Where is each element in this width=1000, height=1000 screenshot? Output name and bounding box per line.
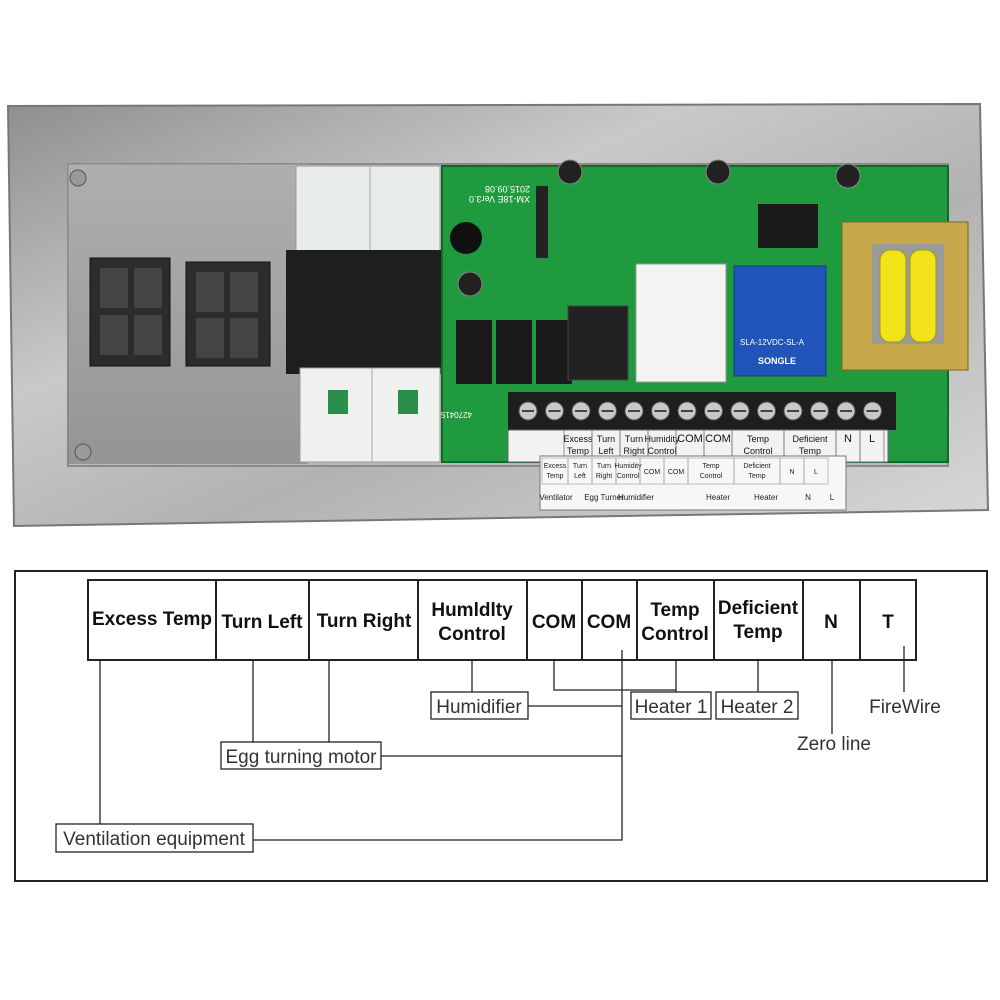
sticker-function-label: Humidifier — [618, 493, 654, 502]
board-terminal-label: N — [844, 433, 852, 445]
humidifier-box — [430, 691, 529, 720]
board-terminal-label: Control — [743, 446, 772, 456]
board-terminal-label: Turn — [625, 434, 643, 444]
sticker-label: N — [789, 469, 794, 476]
humidifier-label: Humidifier — [436, 697, 522, 718]
board-terminal-label: Temp — [747, 434, 769, 444]
controller-board-photo: XM-18E Ver3.0 2015.09.08 4270415 SLA-12V… — [6, 102, 990, 528]
pcb-components: SLA-12VDC-SL-A SONGLE — [450, 159, 969, 384]
terminal-temp-control-line2: Control — [641, 624, 709, 645]
sticker-function-label: Egg Turner — [584, 493, 624, 502]
egg-motor-label: Egg turning motor — [225, 747, 377, 768]
sticker-label: Excess — [544, 463, 567, 470]
sticker-function-label: N — [805, 493, 811, 502]
wiring-sticker: ExcessTempTurnLeftTurnRightHumidityContr… — [539, 455, 847, 511]
sticker-label: COM — [644, 469, 661, 476]
board-terminal-label: Excess — [563, 434, 593, 444]
board-terminal-label: Control — [647, 446, 676, 456]
pcb-date-text: 2015.09.08 — [485, 184, 530, 194]
sticker-label: Temp — [748, 473, 765, 480]
sticker-label: Turn — [597, 463, 611, 470]
sticker-function-label: Heater — [754, 493, 778, 502]
heater-2-box — [715, 691, 799, 720]
relay-model-text: SLA-12VDC-SL-A — [740, 338, 805, 347]
terminal-turn-right: Turn Right — [317, 611, 412, 632]
terminal-n: N — [824, 612, 838, 633]
sticker-label: Humidity — [614, 463, 642, 470]
terminal-humidity-control-line1: Humldlty — [431, 600, 513, 621]
board-terminal-label: Temp — [799, 446, 821, 456]
terminal-com-1: COM — [532, 612, 576, 633]
sticker-function-label: Heater — [706, 493, 730, 502]
circuit-breakers — [286, 165, 456, 463]
zero-line-label: Zero line — [797, 734, 871, 755]
sticker-label: Turn — [573, 463, 587, 470]
fuse-sockets — [89, 257, 271, 367]
egg-motor-box — [220, 741, 382, 770]
board-code-text: 4270415 — [440, 410, 472, 419]
sticker-label: Deficient — [743, 463, 770, 470]
terminal-excess-temp: Excess Temp — [92, 609, 212, 630]
terminal-dividers — [215, 580, 861, 660]
sticker-function-label: L — [830, 493, 835, 502]
terminal-humidity-control-line2: Control — [438, 624, 506, 645]
ventilation-box — [55, 823, 254, 853]
sticker-label: Right — [596, 473, 612, 480]
board-terminal-label: Temp — [567, 446, 589, 456]
relay-brand-text: SONGLE — [758, 356, 796, 366]
terminal-deficient-temp-line2: Temp — [733, 622, 782, 643]
board-terminal-label: L — [869, 433, 875, 445]
sticker-label: L — [814, 469, 818, 476]
pcb-version-text: XM-18E Ver3.0 — [469, 194, 530, 204]
terminal-t: T — [882, 612, 894, 633]
wiring-lines — [62, 646, 905, 841]
sticker-function-label: Ventilator — [539, 493, 573, 502]
diagram-frame — [14, 570, 988, 882]
terminal-row — [87, 579, 917, 661]
ventilation-label: Ventilation equipment — [63, 829, 245, 850]
board-terminal-label: Turn — [597, 434, 615, 444]
board-terminal-label: Left — [598, 446, 614, 456]
board-terminal-label: Deficient — [792, 434, 828, 444]
terminal-turn-left: Turn Left — [222, 612, 304, 633]
heater-1-box — [630, 691, 712, 720]
terminal-block — [508, 392, 896, 430]
sticker-label: Left — [574, 473, 586, 480]
device-boxes — [55, 691, 799, 853]
board-terminal-label: COM — [705, 433, 731, 445]
sticker-label: Temp — [702, 463, 719, 470]
board-terminal-label: COM — [677, 433, 703, 445]
heater-2-label: Heater 2 — [721, 697, 794, 718]
terminal-com-2: COM — [587, 612, 631, 633]
sticker-label: Control — [700, 473, 723, 480]
terminal-deficient-temp-line1: Deficient — [718, 598, 799, 619]
sticker-label: COM — [668, 469, 685, 476]
sticker-label: Temp — [546, 473, 563, 480]
heater-1-label: Heater 1 — [635, 697, 708, 718]
firewire-label: FireWire — [869, 697, 941, 718]
board-terminal-label: Humidity — [644, 434, 680, 444]
board-terminal-label: Right — [623, 446, 645, 456]
sticker-label: Control — [617, 473, 640, 480]
terminal-temp-control-line1: Temp — [650, 600, 699, 621]
